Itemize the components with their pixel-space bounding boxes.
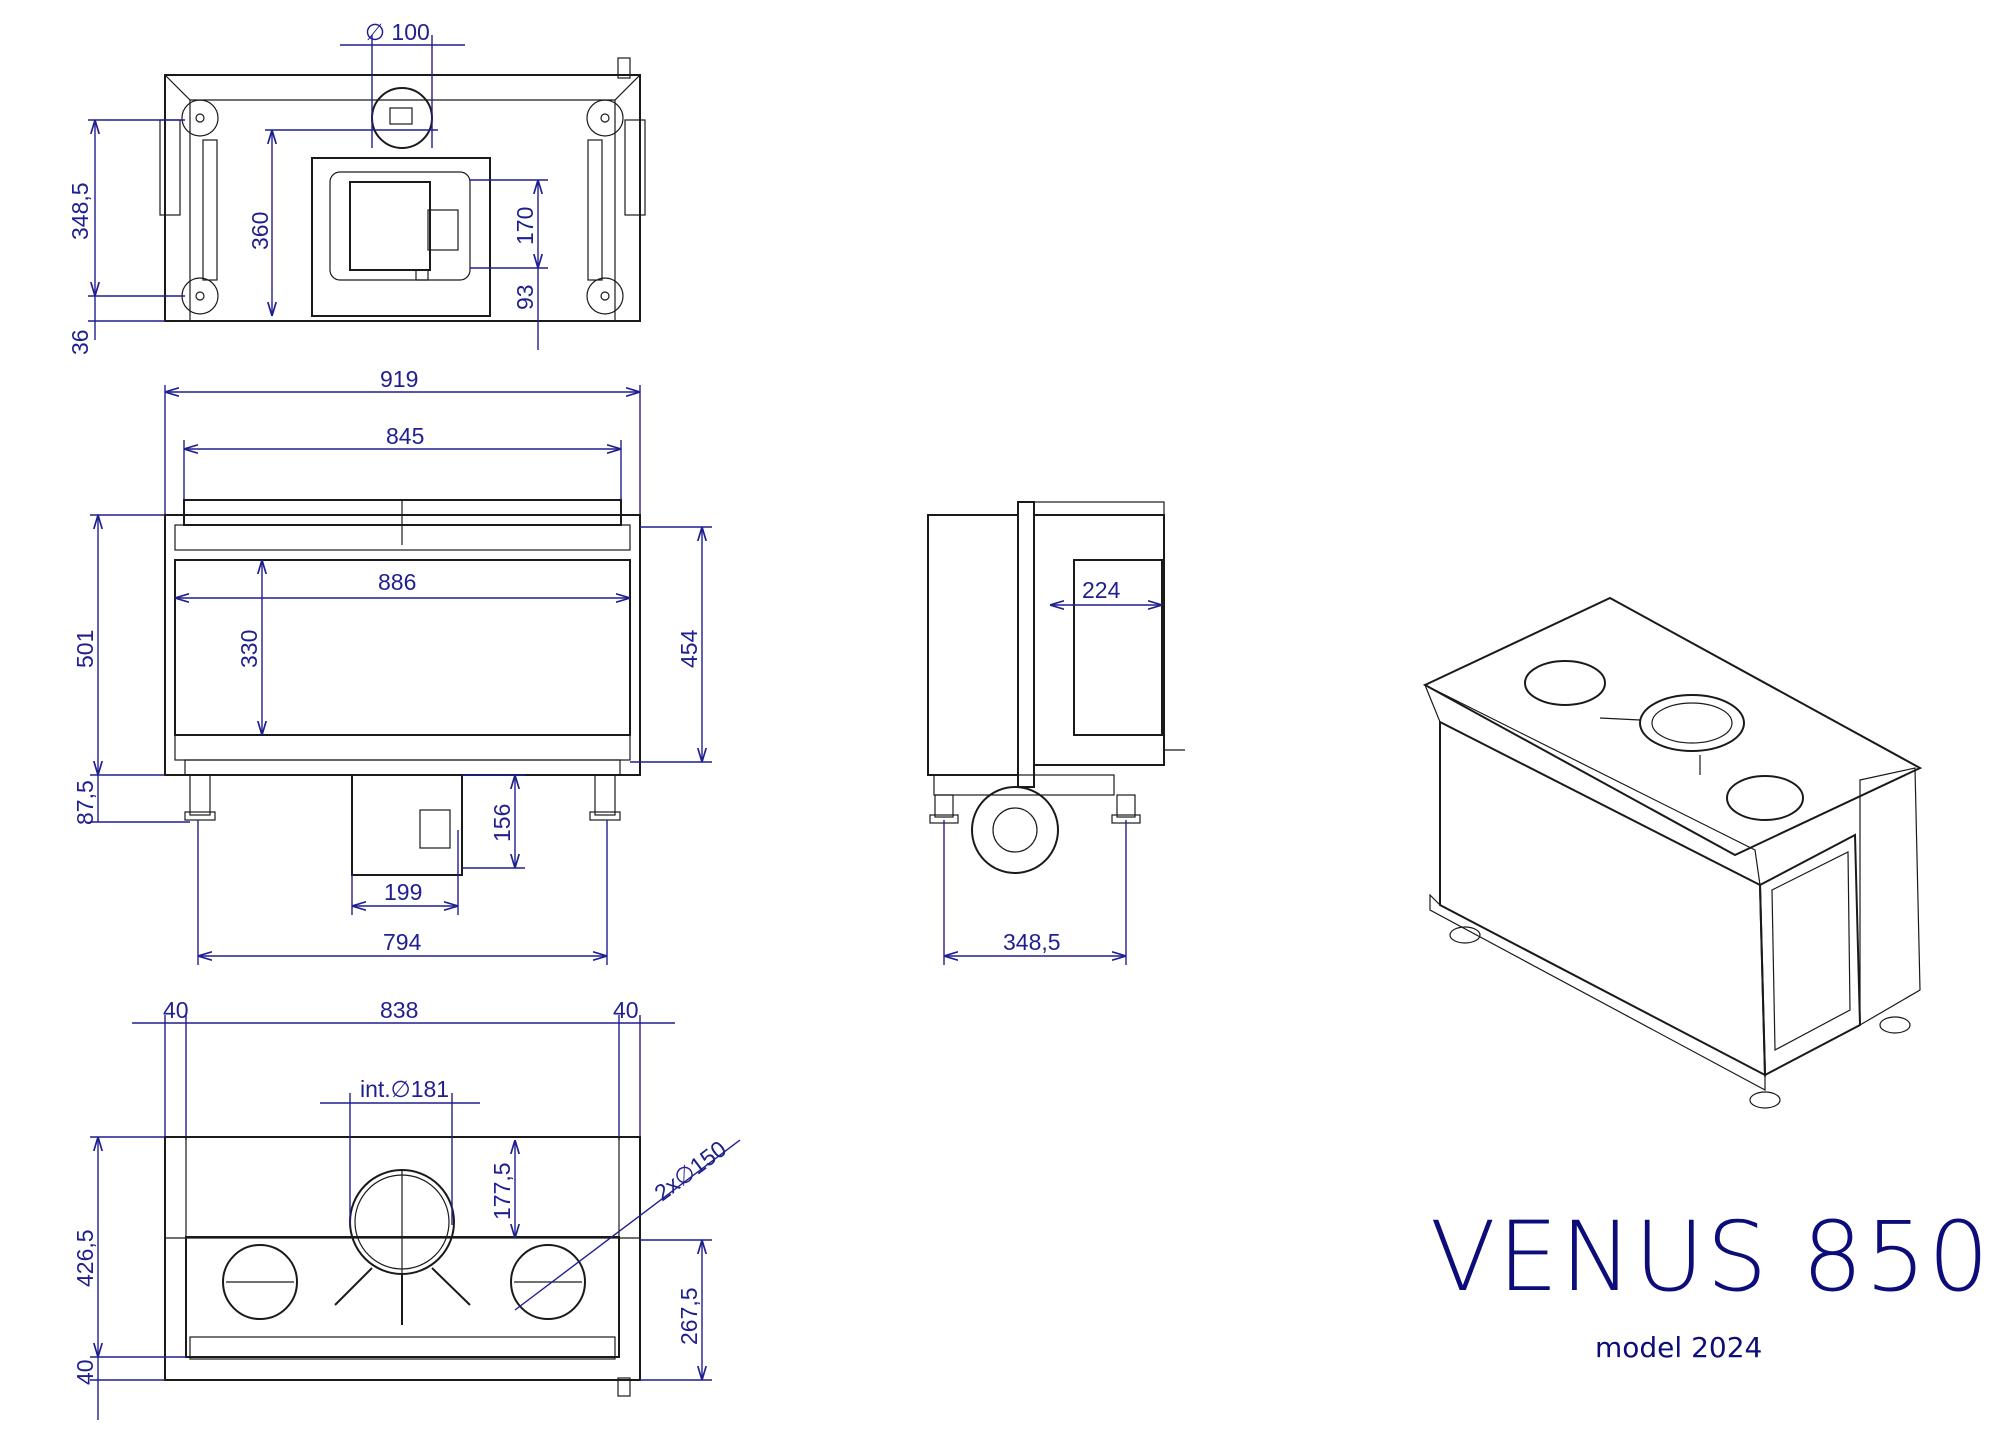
dim-bot-177: 177,5 (489, 1162, 515, 1220)
bottom-view: 40 838 40 int.∅181 177,5 2x∅150 426,5 (72, 997, 741, 1420)
dim-top-170: 170 (512, 207, 538, 245)
front-view: 919 845 886 330 501 87,5 (72, 366, 712, 965)
dim-bot-838: 838 (380, 997, 418, 1023)
product-subtitle: model 2024 (1595, 1331, 1762, 1364)
dim-top-348: 348,5 (67, 182, 93, 240)
dim-front-199: 199 (384, 879, 422, 905)
dim-bot-int181: int.∅181 (360, 1076, 449, 1102)
dim-top-360: 360 (247, 212, 273, 250)
product-title: VENUS 850DC (1430, 1201, 1992, 1313)
dim-side-348: 348,5 (1003, 929, 1061, 955)
dim-bot-40c: 40 (72, 1359, 98, 1385)
dim-front-919: 919 (380, 366, 418, 392)
dim-front-794: 794 (383, 929, 422, 955)
dim-bot-40b: 40 (613, 997, 639, 1023)
isometric-view (1422, 596, 1923, 1109)
dim-bot-2x150: 2x∅150 (649, 1135, 731, 1206)
dim-front-454: 454 (676, 629, 702, 668)
dim-front-156: 156 (489, 804, 515, 842)
dim-side-224: 224 (1082, 577, 1121, 603)
dim-bot-267: 267,5 (676, 1287, 702, 1345)
dim-front-330: 330 (236, 630, 262, 668)
dim-bot-40a: 40 (163, 997, 189, 1023)
top-view: ∅ 100 348,5 36 360 170 93 (67, 19, 646, 355)
dim-top-flue: ∅ 100 (365, 19, 430, 45)
dim-bot-426: 426,5 (72, 1229, 98, 1287)
side-view: 224 348,5 (927, 501, 1185, 965)
dim-top-36: 36 (67, 329, 93, 355)
dim-front-501: 501 (72, 630, 98, 668)
dim-front-87: 87,5 (72, 780, 98, 825)
dim-front-886: 886 (378, 569, 416, 595)
dim-top-93: 93 (512, 284, 538, 310)
dim-front-845: 845 (386, 423, 424, 449)
